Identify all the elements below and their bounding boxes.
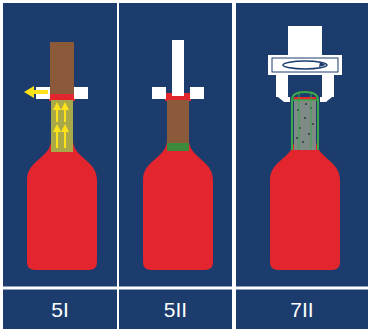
step-number: 5I [51, 299, 69, 320]
step-number: 7II [290, 299, 313, 320]
step-cell: 5II [119, 290, 232, 329]
step-number: 5II [164, 299, 187, 320]
step-cell: 7II [236, 290, 368, 329]
step-cell: 5I [3, 290, 117, 329]
